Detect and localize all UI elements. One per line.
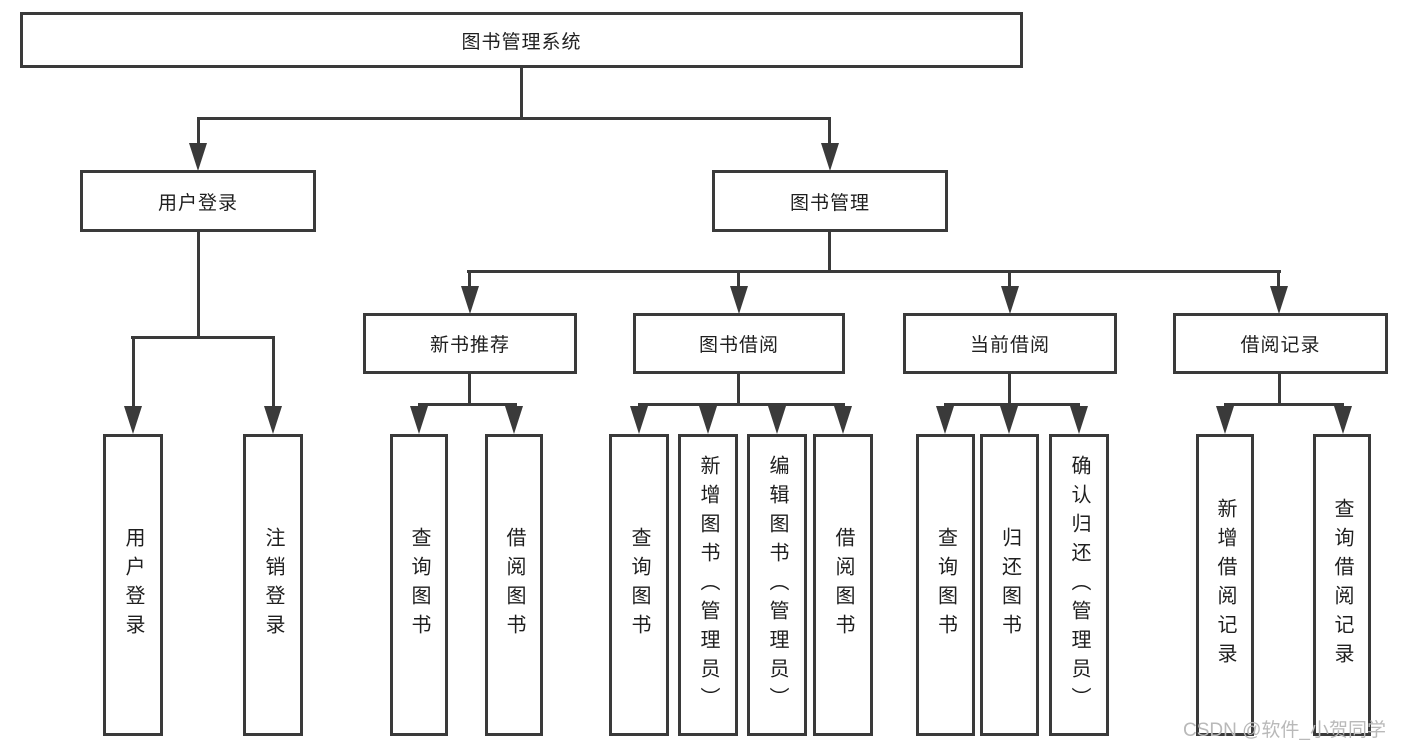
leaf-borrow-books: 借阅图书 xyxy=(485,434,543,736)
node-borrowing-records: 借阅记录 xyxy=(1173,313,1388,374)
csdn-watermark: CSDN @软件_小贺同学 xyxy=(1183,720,1386,741)
down-arrowhead xyxy=(264,406,282,434)
leaf-user-login: 用户登录 xyxy=(103,434,163,736)
connector-root-stem xyxy=(520,66,523,119)
down-arrowhead xyxy=(936,406,954,434)
connector-mgmt-drop-4 xyxy=(1277,270,1280,291)
connector-login-rail xyxy=(131,336,275,339)
connector-mgmt-stem xyxy=(828,230,831,272)
leaf-return-books: 归还图书 xyxy=(980,434,1039,736)
connector-mgmt-drop-2 xyxy=(737,270,740,291)
leaf-logout: 注销登录 xyxy=(243,434,303,736)
connector-login-drop-2 xyxy=(272,336,275,410)
down-arrowhead xyxy=(821,143,839,171)
connector-root-drop-1 xyxy=(197,117,200,148)
connector-login-stem xyxy=(197,230,200,338)
connector-current-stem xyxy=(1008,371,1011,405)
down-arrowhead xyxy=(768,406,786,434)
connector-current-rail xyxy=(944,403,1080,406)
leaf-borrow-books: 借阅图书 xyxy=(813,434,873,736)
connector-root-drop-2 xyxy=(828,117,831,148)
node-new-book-recommendation: 新书推荐 xyxy=(363,313,577,374)
leaf-add-borrow-record: 新增借阅记录 xyxy=(1196,434,1254,736)
down-arrowhead xyxy=(505,406,523,434)
leaf-confirm-return-admin: 确认归还（管理员） xyxy=(1049,434,1109,736)
down-arrowhead xyxy=(124,406,142,434)
node-user-login: 用户登录 xyxy=(80,170,316,232)
leaf-add-books-admin: 新增图书（管理员） xyxy=(678,434,738,736)
node-book-borrowing: 图书借阅 xyxy=(633,313,845,374)
down-arrowhead xyxy=(1000,406,1018,434)
leaf-query-borrow-record: 查询借阅记录 xyxy=(1313,434,1371,736)
connector-records-rail xyxy=(1224,403,1344,406)
leaf-edit-books-admin: 编辑图书（管理员） xyxy=(747,434,807,736)
down-arrowhead xyxy=(410,406,428,434)
leaf-query-books: 查询图书 xyxy=(916,434,975,736)
node-book-management: 图书管理 xyxy=(712,170,948,232)
down-arrowhead xyxy=(834,406,852,434)
down-arrowhead xyxy=(1001,286,1019,314)
connector-mgmt-drop-3 xyxy=(1008,270,1011,291)
node-library-management-system: 图书管理系统 xyxy=(20,12,1023,68)
leaf-query-books: 查询图书 xyxy=(390,434,448,736)
down-arrowhead xyxy=(189,143,207,171)
connector-login-drop-1 xyxy=(132,336,135,410)
down-arrowhead xyxy=(699,406,717,434)
down-arrowhead xyxy=(630,406,648,434)
leaf-query-books: 查询图书 xyxy=(609,434,669,736)
down-arrowhead xyxy=(461,286,479,314)
connector-recommend-rail xyxy=(418,403,517,406)
connector-borrow-stem xyxy=(737,371,740,405)
down-arrowhead xyxy=(730,286,748,314)
connector-recommend-stem xyxy=(468,371,471,405)
down-arrowhead xyxy=(1070,406,1088,434)
node-current-borrowing: 当前借阅 xyxy=(903,313,1117,374)
connector-mgmt-drop-1 xyxy=(468,270,471,291)
down-arrowhead xyxy=(1334,406,1352,434)
down-arrowhead xyxy=(1270,286,1288,314)
down-arrowhead xyxy=(1216,406,1234,434)
connector-records-stem xyxy=(1278,371,1281,405)
connector-mgmt-rail xyxy=(467,270,1281,273)
connector-root-rail xyxy=(197,117,831,120)
connector-borrow-rail xyxy=(638,403,845,406)
